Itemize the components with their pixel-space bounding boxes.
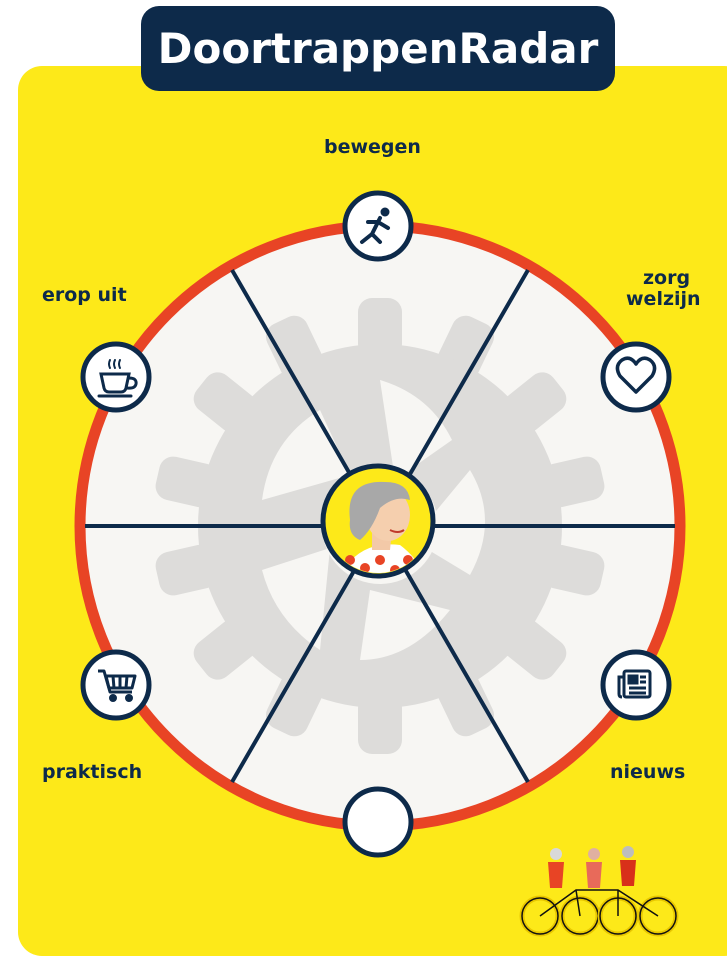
category-nieuws-node[interactable] [603, 652, 669, 718]
rider [548, 848, 564, 888]
label-zorg: zorg [643, 268, 690, 288]
category-zorg-welzijn-node[interactable] [603, 344, 669, 410]
rider [620, 846, 636, 886]
label-bewegen: bewegen [324, 137, 421, 157]
category-erop-uit-node[interactable] [83, 344, 149, 410]
category-empty-node[interactable] [345, 789, 411, 855]
category-bewegen-node[interactable] [345, 193, 411, 259]
tandem-cyclists-illustration [516, 840, 686, 940]
rider [586, 848, 602, 888]
label-nieuws: nieuws [610, 762, 685, 782]
label-erop-uit: erop uit [42, 285, 127, 305]
center-avatar[interactable] [323, 466, 433, 580]
label-praktisch: praktisch [42, 762, 142, 782]
label-welzijn: welzijn [626, 289, 701, 309]
category-praktisch-node[interactable] [83, 652, 149, 718]
